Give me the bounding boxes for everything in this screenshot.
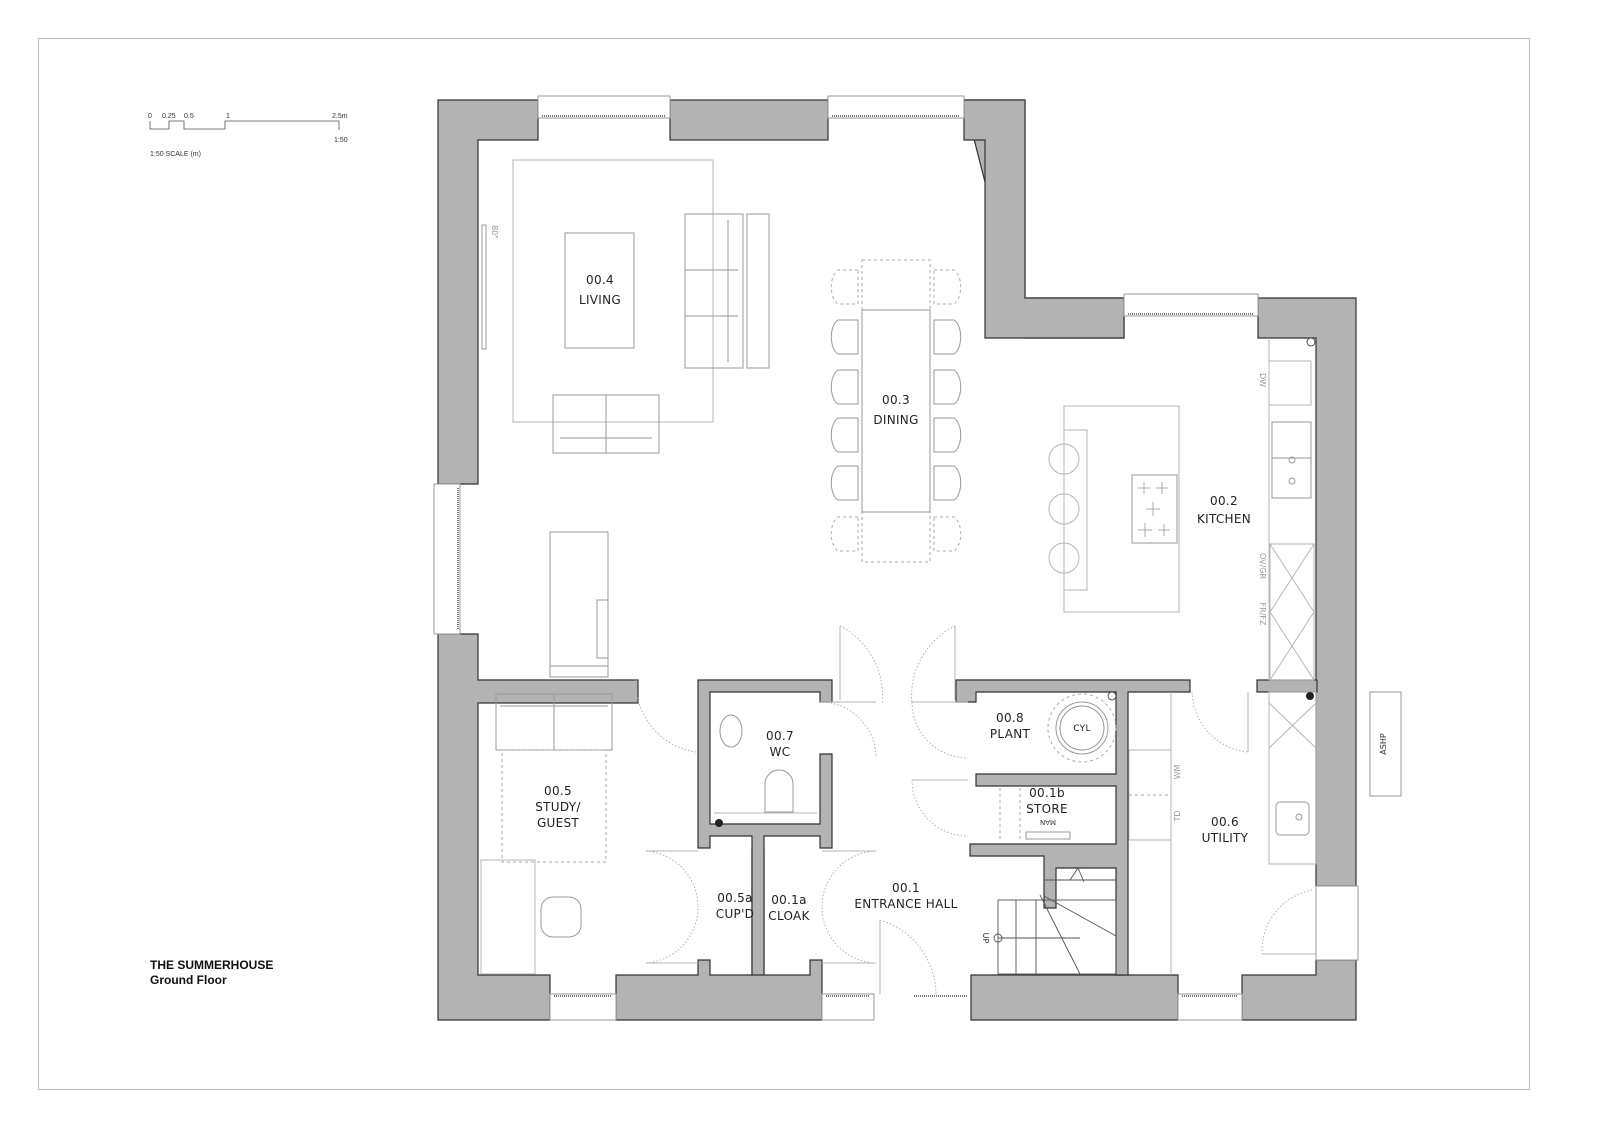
room-id-kitchen: 00.2 (1210, 494, 1238, 508)
external-walls (437, 99, 1357, 1021)
drawing-frame (38, 38, 1530, 1090)
door-swings (635, 625, 1316, 997)
manifold-label: MAN (1040, 818, 1056, 826)
room-id-study: 00.5 (544, 784, 572, 798)
plant-store-fixtures: CYL 00.8 PLANT 00.1b STORE MAN (990, 691, 1117, 842)
utility-fixtures: WM TD 00.6 UTILITY ASHP (1128, 691, 1402, 975)
room-name-kitchen: KITCHEN (1197, 512, 1251, 526)
svg-text:00.4: 00.4 (586, 273, 614, 287)
scale-bar: 0 0.25 0.5 1 2.5m 1:50 1:50 SCALE (m) (148, 113, 348, 158)
scale-ratio: 1:50 (334, 137, 348, 144)
tumble-dryer-label: TD (1173, 810, 1182, 822)
room-name-entrance-hall: ENTRANCE HALL (854, 897, 957, 911)
kitchen-furniture: DW OV/GR FR/FZ 00.2 KITCHEN (1048, 337, 1316, 681)
dining-furniture: 00.3 DINING (830, 259, 962, 563)
scale-tick-25: 2.5m (332, 113, 348, 120)
room-name-cupboard: CUP'D (716, 907, 754, 921)
room-name-wc: WC (770, 745, 791, 759)
room-name-guest: GUEST (537, 816, 579, 830)
floor-level: Ground Floor (150, 973, 227, 987)
room-id-cloak: 00.1a (771, 893, 807, 907)
room-name-dining: DINING (873, 413, 918, 427)
room-name-utility: UTILITY (1202, 831, 1249, 845)
cylinder-label: CYL (1073, 724, 1091, 734)
fridge-label: FR/FZ (1258, 603, 1267, 626)
scale-tick-05: 0.5 (184, 113, 194, 120)
tv-label: 80" (490, 225, 499, 239)
room-id-wc: 00.7 (766, 729, 794, 743)
living-furniture: 80" 00.4 LIVING (481, 159, 770, 678)
hall-labels: 00.5a CUP'D 00.1a CLOAK 00.1 ENTRANCE HA… (716, 881, 958, 923)
room-label-living: 00.4 LIVING (579, 273, 621, 307)
washing-machine-label: WM (1173, 764, 1182, 779)
drawing-title: THE SUMMERHOUSE Ground Floor (150, 958, 273, 988)
room-name-study: STUDY/ (535, 800, 581, 814)
room-id-plant: 00.8 (996, 711, 1024, 725)
scale-tick-1: 1 (226, 113, 230, 120)
oven-label: OV/GR (1258, 553, 1267, 580)
stairs-up-label: UP (981, 933, 990, 944)
dishwasher-label: DW (1258, 373, 1267, 387)
room-id-utility: 00.6 (1211, 815, 1239, 829)
project-name: THE SUMMERHOUSE (150, 958, 274, 972)
windows (433, 95, 1359, 1021)
ashp-label: ASHP (1379, 733, 1388, 755)
room-id-cupboard: 00.5a (717, 891, 753, 905)
scale-caption: 1:50 SCALE (m) (150, 151, 201, 158)
room-name-cloak: CLOAK (768, 909, 810, 923)
scale-tick-025: 0.25 (162, 113, 176, 120)
wc-fixtures: 00.7 WC (714, 714, 817, 827)
room-id-entrance-hall: 00.1 (892, 881, 920, 895)
internal-walls (697, 679, 1318, 976)
study-furniture: 00.5 STUDY/ GUEST (480, 693, 613, 975)
room-id-store: 00.1b (1029, 786, 1065, 800)
stairs: UP (981, 867, 1117, 975)
scale-tick-0: 0 (148, 113, 152, 120)
svg-text:LIVING: LIVING (579, 293, 621, 307)
room-name-plant: PLANT (990, 727, 1031, 741)
room-name-store: STORE (1026, 802, 1068, 816)
room-id-dining: 00.3 (882, 393, 910, 407)
